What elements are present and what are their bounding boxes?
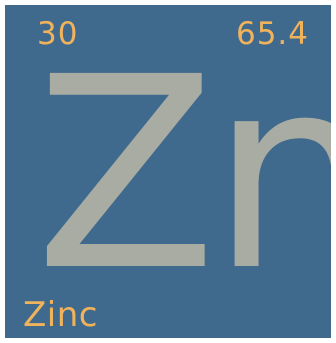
element-tile: 30 65.4 Zn Zinc bbox=[5, 5, 331, 338]
atomic-number: 30 bbox=[37, 16, 79, 52]
element-symbol: Zn bbox=[35, 21, 331, 329]
atomic-mass: 65.4 bbox=[235, 16, 309, 52]
element-name: Zinc bbox=[23, 295, 98, 335]
